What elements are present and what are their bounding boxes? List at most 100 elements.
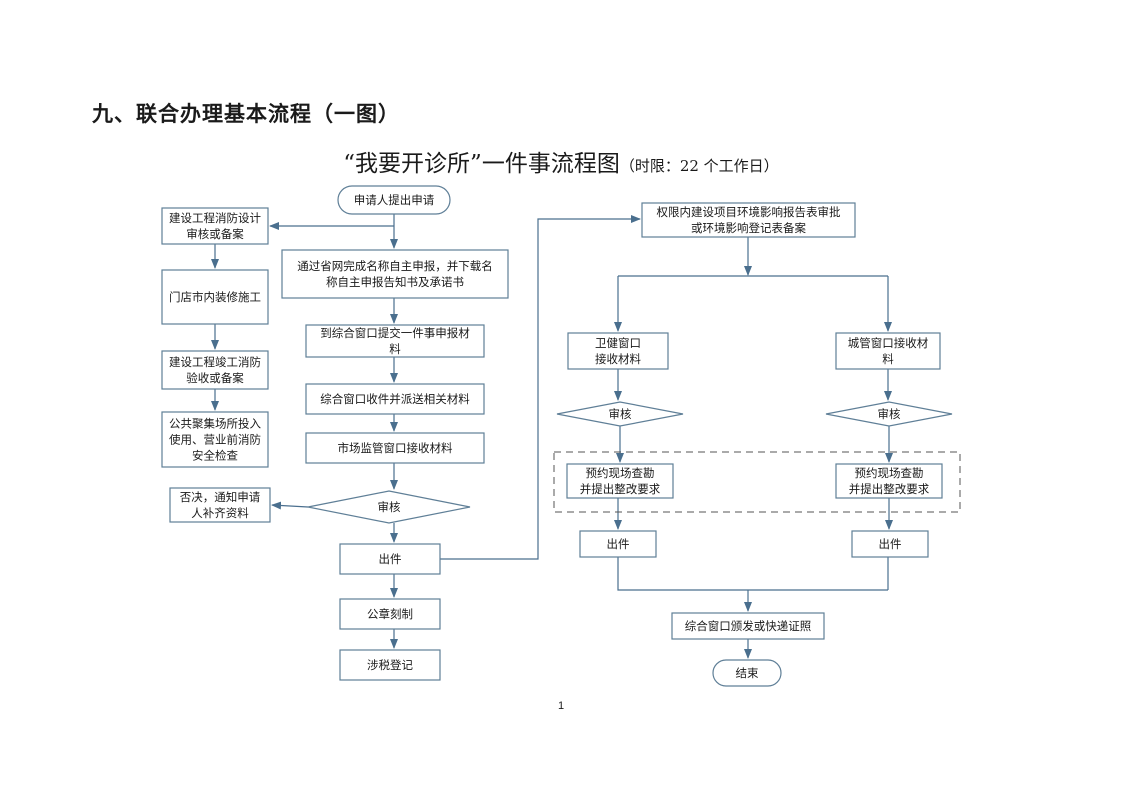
health-receive-label-2: 接收材料 bbox=[595, 352, 641, 366]
submit-label-1: 到综合窗口提交一件事申报材 bbox=[320, 326, 470, 340]
arrow-review-to-reject bbox=[271, 501, 309, 510]
urban-receive-label-2: 料 bbox=[882, 352, 894, 366]
safety-check-label-2: 使用、营业前消防 bbox=[169, 433, 261, 447]
safety-check-label-3: 安全检查 bbox=[192, 449, 238, 463]
node-issue-health: 出件 bbox=[579, 530, 657, 558]
end-label-1: 结束 bbox=[736, 666, 759, 680]
flowchart-title-main: “我要开诊所”一件事流程图 bbox=[343, 151, 620, 177]
node-renovation: 门店市内装修施工 bbox=[161, 269, 269, 325]
inspect-health-label-2: 并提出整改要求 bbox=[580, 482, 661, 496]
inspect-health-shape bbox=[566, 463, 674, 499]
env-label-2: 或环境影响登记表备案 bbox=[691, 221, 806, 235]
urban-receive-shape bbox=[835, 332, 941, 370]
renovation-label-1: 门店市内装修施工 bbox=[169, 290, 261, 304]
final-issue-shape bbox=[671, 612, 825, 640]
node-end: 结束 bbox=[712, 659, 782, 687]
arrow-issue-to-env bbox=[440, 215, 641, 560]
node-market-receive: 市场监管窗口接收材料 bbox=[305, 432, 485, 464]
fire-design-label-2: 审核或备案 bbox=[186, 227, 244, 241]
connectors bbox=[211, 214, 893, 659]
issue-health-shape bbox=[579, 530, 657, 558]
issue-main-label-1: 出件 bbox=[379, 552, 402, 566]
renovation-shape bbox=[161, 269, 269, 325]
issue-urban-shape bbox=[851, 530, 929, 558]
inspect-urban-label-2: 并提出整改要求 bbox=[849, 482, 930, 496]
inspect-urban-shape bbox=[835, 463, 943, 499]
dispatch-label-1: 综合窗口收件并派送相关材料 bbox=[320, 392, 470, 406]
flowchart-title: “我要开诊所”一件事流程图（时限：22 个工作日） bbox=[0, 144, 1122, 178]
node-issue-urban: 出件 bbox=[851, 530, 929, 558]
nodes: 申请人提出申请建设工程消防设计审核或备案门店市内装修施工建设工程竣工消防验收或备… bbox=[161, 185, 953, 687]
end-shape bbox=[712, 659, 782, 687]
review-main-label-1: 审核 bbox=[378, 500, 401, 514]
fire-design-label-1: 建设工程消防设计 bbox=[169, 211, 261, 225]
name-report-label-2: 称自主申报告知书及承诺书 bbox=[326, 275, 464, 289]
line-health-issue-merge bbox=[617, 557, 888, 591]
node-review-main: 审核 bbox=[307, 490, 471, 524]
safety-check-shape bbox=[161, 411, 269, 468]
fire-acceptance-label-2: 验收或备案 bbox=[186, 371, 244, 385]
review-health-shape bbox=[556, 401, 684, 427]
node-final-issue: 综合窗口颁发或快递证照 bbox=[671, 612, 825, 640]
market-receive-shape bbox=[305, 432, 485, 464]
seal-shape bbox=[339, 598, 441, 630]
env-label-1: 权限内建设项目环境影响报告表审批 bbox=[657, 205, 841, 219]
submit-shape bbox=[305, 324, 485, 358]
tax-label-1: 涉税登记 bbox=[367, 658, 413, 672]
review-main-shape bbox=[307, 490, 471, 524]
page-number: 1 bbox=[557, 700, 565, 712]
inspection-dashed-box bbox=[553, 451, 961, 513]
env-shape bbox=[641, 202, 856, 238]
inspect-urban-label-1: 预约现场查勘 bbox=[855, 466, 924, 480]
reject-shape bbox=[169, 487, 271, 523]
final-issue-label-1: 综合窗口颁发或快递证照 bbox=[685, 619, 812, 633]
node-seal: 公章刻制 bbox=[339, 598, 441, 630]
submit-label-2: 料 bbox=[389, 342, 401, 356]
safety-check-label-1: 公共聚集场所投入 bbox=[169, 417, 261, 431]
name-report-label-1: 通过省网完成名称自主申报，并下载名 bbox=[297, 259, 493, 273]
tax-shape bbox=[339, 649, 441, 681]
node-start: 申请人提出申请 bbox=[337, 185, 451, 215]
review-urban-shape bbox=[825, 401, 953, 427]
node-dispatch: 综合窗口收件并派送相关材料 bbox=[305, 383, 485, 415]
fire-acceptance-shape bbox=[161, 350, 269, 390]
page-heading: 九、联合办理基本流程（一图） bbox=[92, 102, 400, 126]
start-shape bbox=[337, 185, 451, 215]
reject-label-1: 否决，通知申请 bbox=[180, 490, 261, 504]
fire-design-shape bbox=[161, 207, 269, 245]
issue-urban-label-1: 出件 bbox=[879, 537, 902, 551]
node-tax: 涉税登记 bbox=[339, 649, 441, 681]
reject-label-2: 人补齐资料 bbox=[191, 506, 249, 520]
review-health-label-1: 审核 bbox=[609, 407, 632, 421]
fire-acceptance-label-1: 建设工程竣工消防 bbox=[169, 355, 261, 369]
inspect-health-label-1: 预约现场查勘 bbox=[586, 466, 655, 480]
issue-health-label-1: 出件 bbox=[607, 537, 630, 551]
review-urban-label-1: 审核 bbox=[878, 407, 901, 421]
urban-receive-label-1: 城管窗口接收材 bbox=[848, 336, 929, 350]
issue-main-shape bbox=[339, 543, 441, 575]
flowchart-title-time-limit: （时限：22 个工作日） bbox=[619, 157, 779, 175]
health-receive-label-1: 卫健窗口 bbox=[595, 336, 641, 350]
health-receive-shape bbox=[567, 332, 669, 370]
inspection-dashed-frame bbox=[553, 451, 961, 513]
node-review-urban: 审核 bbox=[825, 401, 953, 427]
seal-label-1: 公章刻制 bbox=[367, 607, 413, 621]
market-receive-label-1: 市场监管窗口接收材料 bbox=[338, 441, 453, 455]
start-label-1: 申请人提出申请 bbox=[354, 193, 435, 207]
node-issue-main: 出件 bbox=[339, 543, 441, 575]
dispatch-shape bbox=[305, 383, 485, 415]
node-review-health: 审核 bbox=[556, 401, 684, 427]
name-report-shape bbox=[281, 249, 509, 299]
